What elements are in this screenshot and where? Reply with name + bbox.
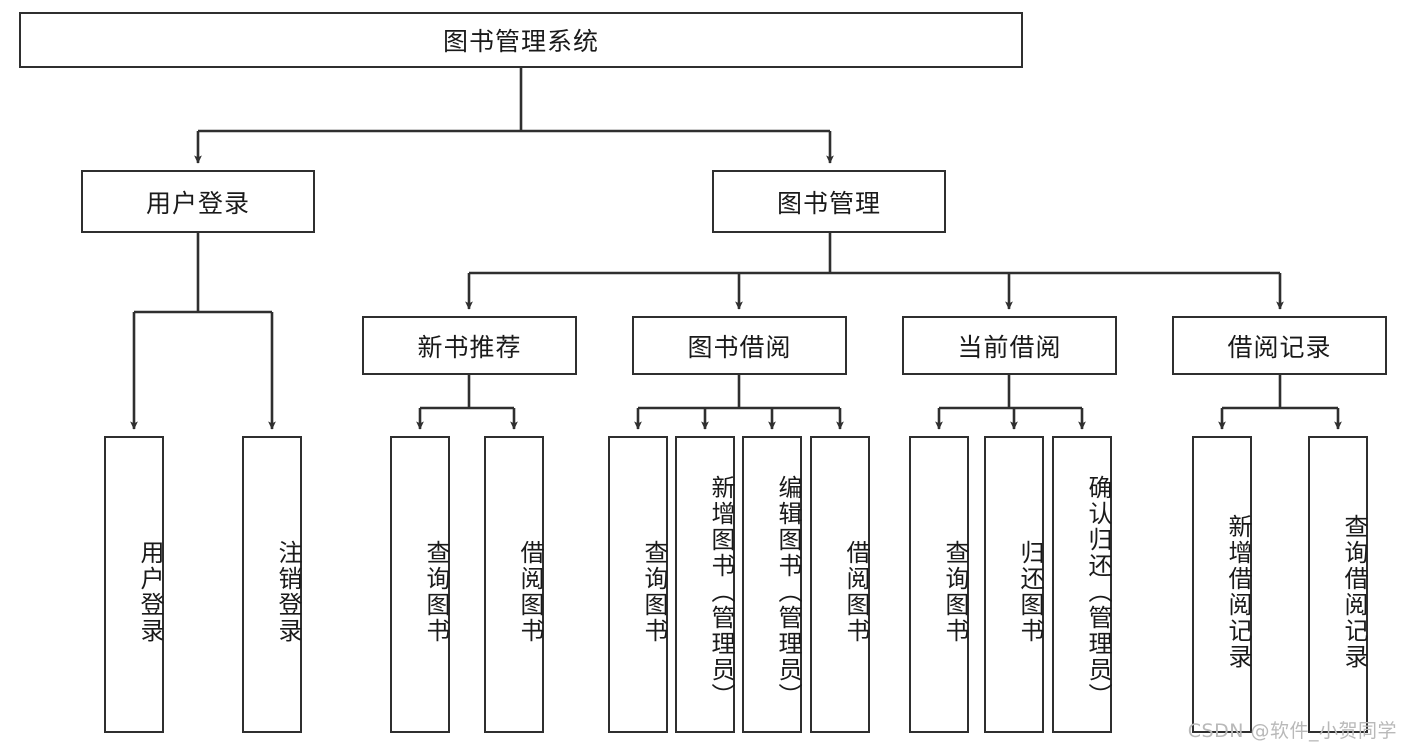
node-leaf-borrow-book-1-label: 借阅图书 — [516, 539, 544, 644]
node-leaf-query-book-3-label: 查询图书 — [941, 539, 969, 644]
node-root-label: 图书管理系统 — [442, 27, 599, 56]
node-leaf-return-book[interactable]: 归还图书 — [984, 436, 1044, 733]
node-leaf-query-record[interactable]: 查询借阅记录 — [1308, 436, 1368, 733]
watermark-text: CSDN @软件_小贺同学 — [1187, 720, 1397, 742]
node-book-manage-label: 图书管理 — [776, 188, 881, 218]
node-user-login-label: 用户登录 — [145, 188, 250, 218]
node-root[interactable]: 图书管理系统 — [19, 12, 1023, 68]
node-leaf-query-book-1-label: 查询图书 — [422, 539, 450, 644]
node-leaf-query-book-2[interactable]: 查询图书 — [608, 436, 668, 733]
node-book-borrow-label: 图书借阅 — [687, 332, 792, 362]
node-leaf-user-logout-label: 注销登录 — [274, 539, 302, 644]
node-leaf-return-book-label: 归还图书 — [1016, 539, 1044, 644]
node-borrow-record-label: 借阅记录 — [1227, 332, 1332, 362]
node-current-borrow-label: 当前借阅 — [957, 332, 1062, 362]
node-leaf-add-record-label: 新增借阅记录 — [1224, 513, 1252, 670]
node-leaf-edit-book[interactable]: 编辑图书（管理员） — [742, 436, 802, 733]
node-leaf-borrow-book-2[interactable]: 借阅图书 — [810, 436, 870, 733]
node-leaf-query-book-2-label: 查询图书 — [640, 539, 668, 644]
node-leaf-borrow-book-2-label: 借阅图书 — [842, 539, 870, 644]
node-new-book-recommend[interactable]: 新书推荐 — [362, 316, 577, 375]
node-borrow-record[interactable]: 借阅记录 — [1172, 316, 1387, 375]
node-leaf-confirm-return[interactable]: 确认归还（管理员） — [1052, 436, 1112, 733]
node-leaf-user-logout[interactable]: 注销登录 — [242, 436, 302, 733]
node-book-manage[interactable]: 图书管理 — [712, 170, 946, 233]
node-user-login[interactable]: 用户登录 — [81, 170, 315, 233]
node-leaf-query-book-1[interactable]: 查询图书 — [390, 436, 450, 733]
node-leaf-query-record-label: 查询借阅记录 — [1340, 513, 1368, 670]
node-leaf-borrow-book-1[interactable]: 借阅图书 — [484, 436, 544, 733]
node-leaf-user-login[interactable]: 用户登录 — [104, 436, 164, 733]
node-leaf-confirm-return-label: 确认归还（管理员） — [1084, 474, 1112, 709]
node-leaf-user-login-label: 用户登录 — [136, 539, 164, 644]
node-leaf-query-book-3[interactable]: 查询图书 — [909, 436, 969, 733]
node-book-borrow[interactable]: 图书借阅 — [632, 316, 847, 375]
node-current-borrow[interactable]: 当前借阅 — [902, 316, 1117, 375]
node-new-book-recommend-label: 新书推荐 — [417, 332, 522, 362]
node-leaf-add-book-label: 新增图书（管理员） — [707, 474, 735, 709]
node-leaf-edit-book-label: 编辑图书（管理员） — [774, 474, 802, 709]
node-leaf-add-book[interactable]: 新增图书（管理员） — [675, 436, 735, 733]
node-leaf-add-record[interactable]: 新增借阅记录 — [1192, 436, 1252, 733]
